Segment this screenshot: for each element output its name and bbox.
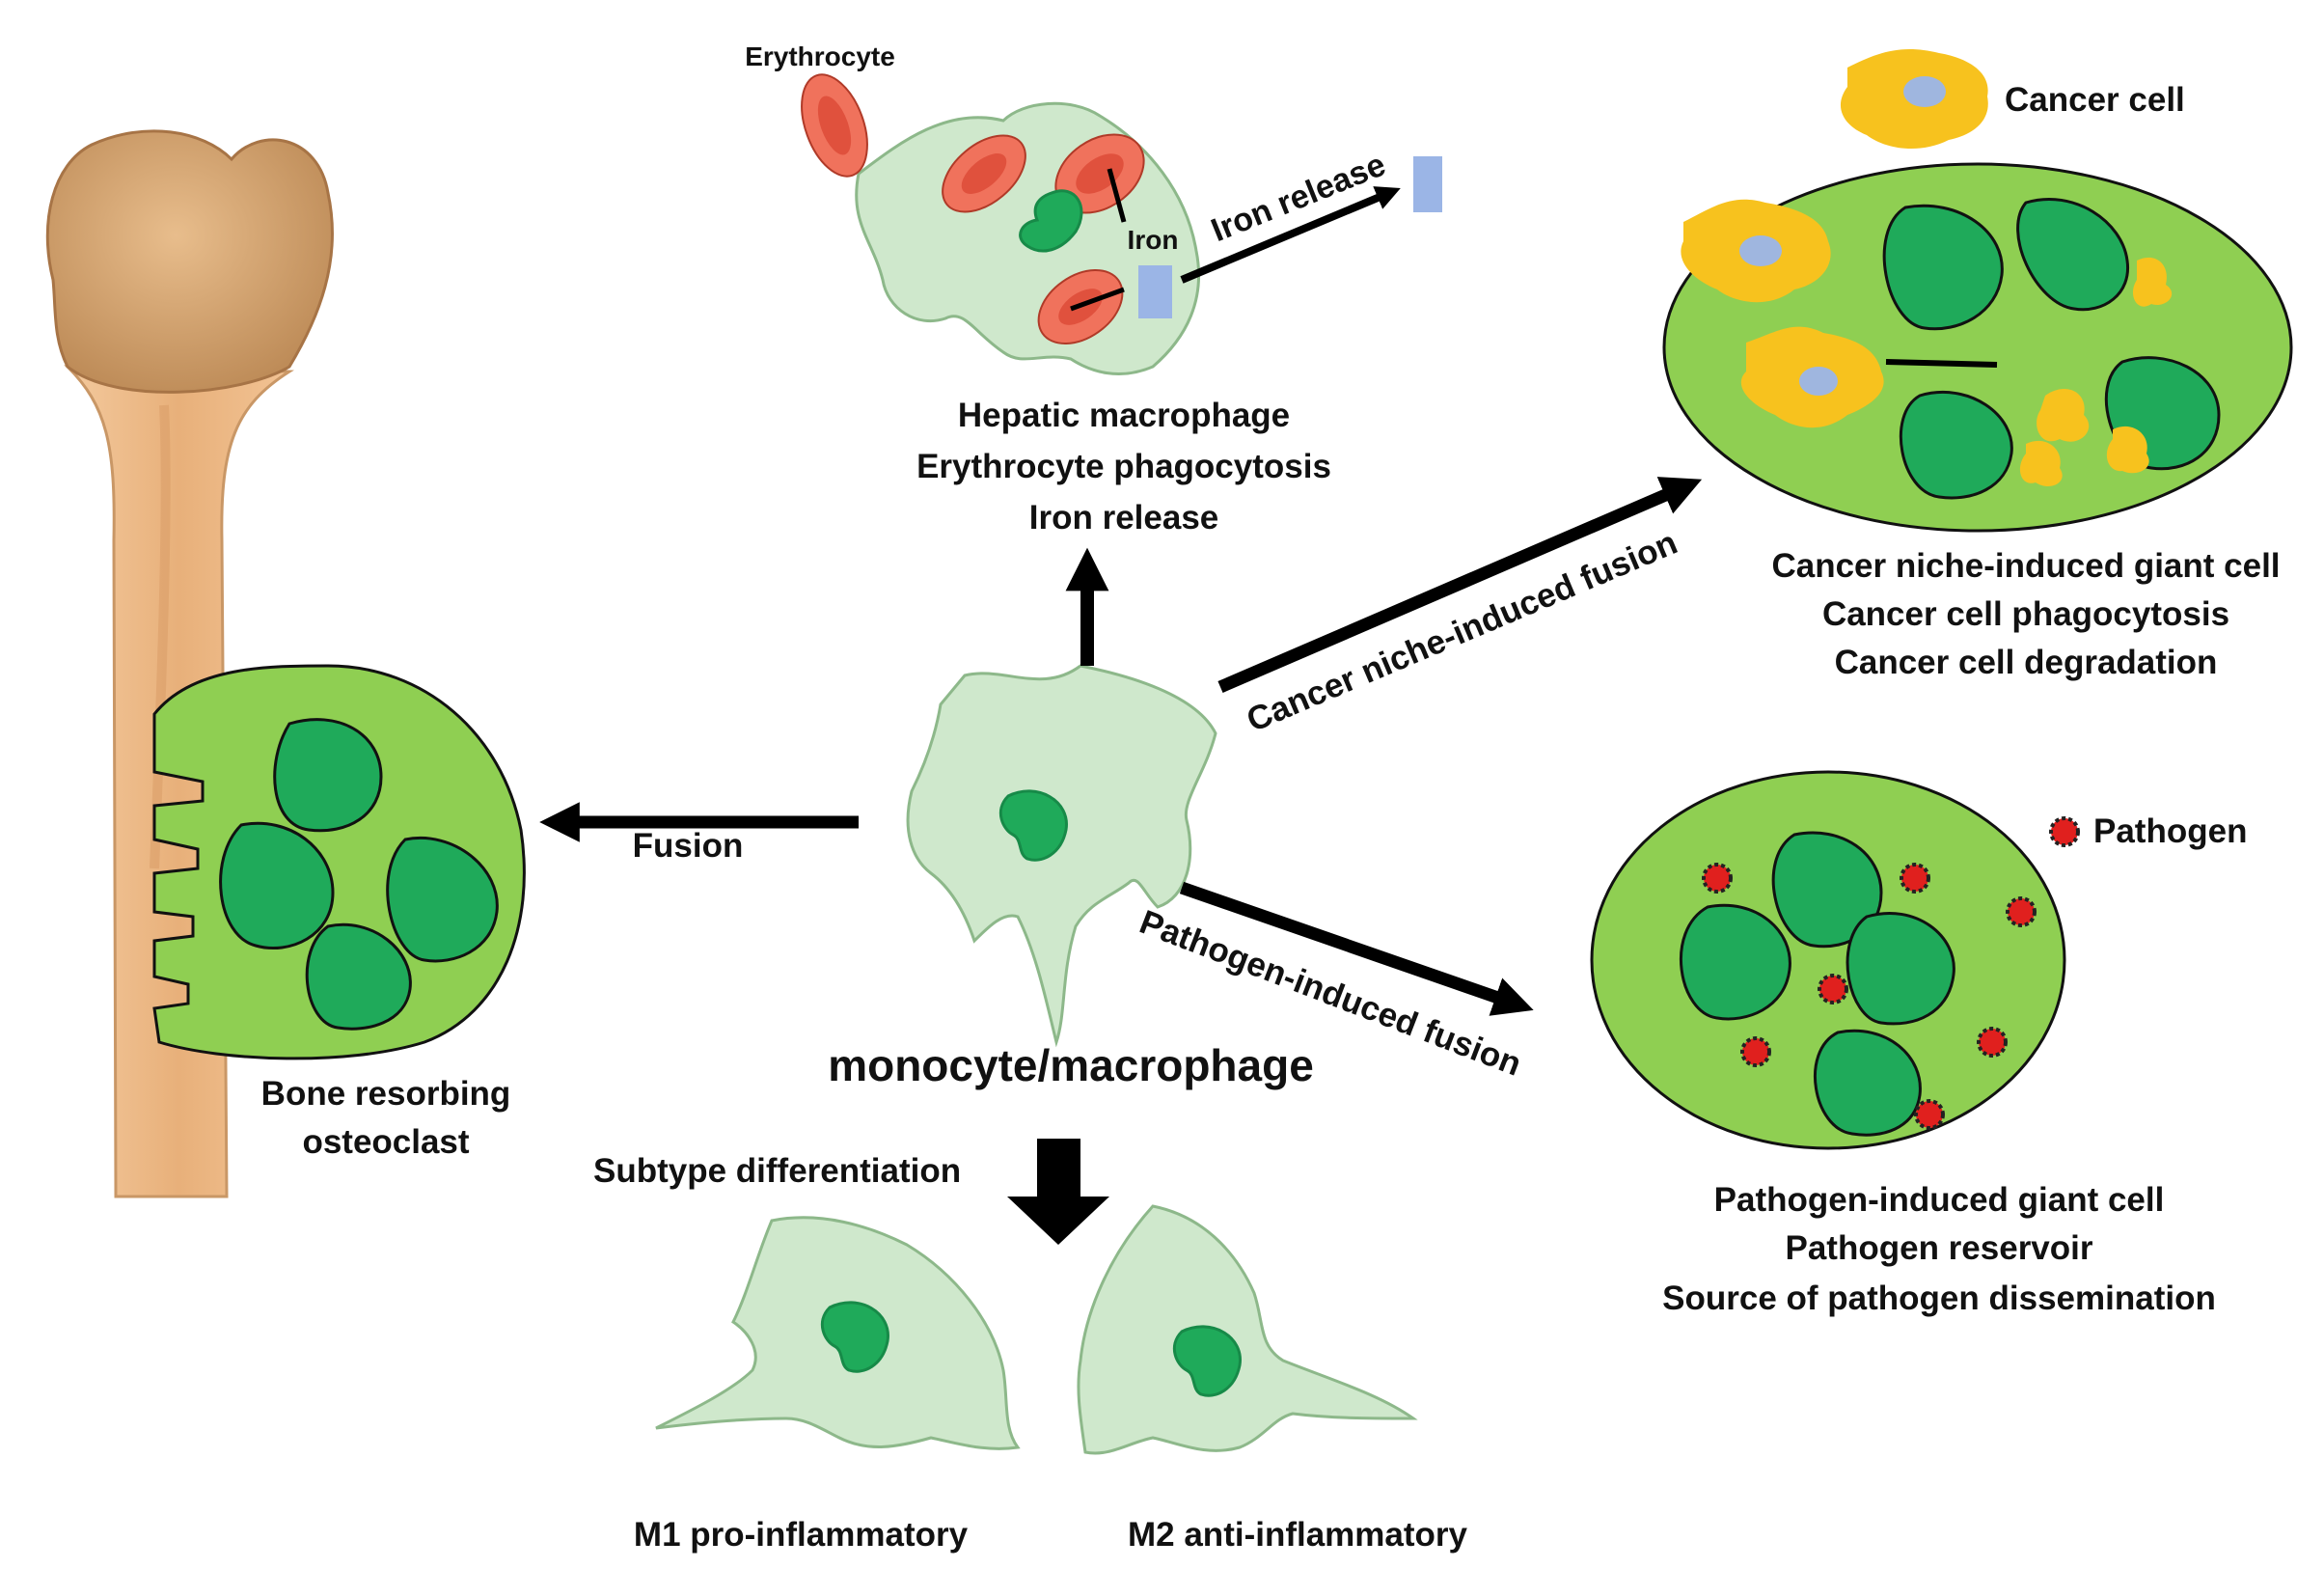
iron-block-released bbox=[1413, 156, 1442, 212]
m1-label: M1 pro-inflammatory bbox=[634, 1516, 969, 1554]
m2-macrophage bbox=[1077, 1204, 1418, 1455]
iron-label: Iron bbox=[1128, 225, 1179, 255]
iron-block bbox=[1138, 265, 1172, 318]
pathogen-particle bbox=[2006, 896, 2037, 927]
cancer-giant-label-line2: Cancer cell phagocytosis bbox=[1822, 595, 2229, 633]
pathogen-particle bbox=[1900, 863, 1930, 894]
osteoclast-label-line2: osteoclast bbox=[302, 1123, 469, 1161]
bone-ridge bbox=[150, 404, 171, 869]
hepatic-label-line3: Iron release bbox=[1029, 499, 1219, 537]
pathogen-giant-label-line3: Source of pathogen dissemination bbox=[1662, 1280, 2216, 1317]
fusion-label: Fusion bbox=[633, 827, 744, 865]
cancer-cell-label: Cancer cell bbox=[2005, 81, 2185, 119]
m1-macrophage bbox=[655, 1216, 1021, 1450]
bone bbox=[45, 129, 334, 1198]
hepatic-label-line1: Hepatic macrophage bbox=[958, 397, 1290, 434]
pathogen-giant-nucleus-2 bbox=[1679, 903, 1791, 1021]
pathogen-giant-label-line2: Pathogen reservoir bbox=[1786, 1229, 2093, 1267]
iron-pointer-2 bbox=[1070, 287, 1125, 312]
center-label: monocyte/macrophage bbox=[828, 1040, 1314, 1090]
pathogen-giant-label-line1: Pathogen-induced giant cell bbox=[1714, 1181, 2165, 1219]
erythrocyte-label: Erythrocyte bbox=[745, 41, 895, 71]
cancer-giant-label-line1: Cancer niche-induced giant cell bbox=[1771, 547, 2280, 585]
pathogen-legend-icon bbox=[2049, 816, 2080, 847]
hepatic-label-line2: Erythrocyte phagocytosis bbox=[916, 448, 1331, 485]
osteoclast-nucleus-2 bbox=[219, 821, 335, 950]
m2-label: M2 anti-inflammatory bbox=[1128, 1516, 1468, 1554]
m2-macrophage-body bbox=[1077, 1204, 1418, 1455]
cancer-giant-nucleus-4 bbox=[1899, 390, 2013, 500]
m2-nucleus bbox=[1172, 1325, 1242, 1397]
bone-shaft bbox=[64, 365, 294, 1198]
pathogen-giant-cell bbox=[1590, 770, 2066, 1150]
hepatic-nucleus bbox=[1019, 189, 1083, 253]
subtype-label: Subtype differentiation bbox=[593, 1152, 961, 1190]
iron-release-arrow bbox=[1180, 186, 1401, 284]
pathogen-giant-nucleus-3 bbox=[1846, 911, 1955, 1026]
osteoclast-nucleus-1 bbox=[273, 718, 383, 833]
cancer-cell-outside-1-nucleus bbox=[1739, 235, 1782, 266]
cancer-fragment-2 bbox=[2037, 388, 2090, 442]
erythrocyte-free-center bbox=[817, 96, 852, 155]
center-macrophage bbox=[906, 664, 1217, 1048]
pathogen-particle bbox=[1818, 974, 1848, 1004]
bone-head bbox=[45, 129, 334, 394]
pathogen-particles bbox=[1702, 863, 2037, 1130]
pathogen-particle bbox=[1740, 1036, 1771, 1067]
center-macrophage-nucleus bbox=[998, 789, 1068, 862]
cancer-giant-nucleus-2 bbox=[2016, 197, 2130, 312]
hepatic-macrophage bbox=[855, 101, 1201, 375]
osteoclast bbox=[152, 664, 526, 1060]
cancer-giant-nucleus-1 bbox=[1882, 204, 2004, 331]
osteoclast-nucleus-4 bbox=[305, 922, 412, 1031]
cancer-cell-legend-nucleus bbox=[1903, 76, 1946, 107]
pathogen-particle bbox=[1914, 1099, 1945, 1130]
pathogen-particle bbox=[1702, 863, 1733, 894]
cancer-fragment-3 bbox=[2019, 440, 2063, 487]
pathogen-label: Pathogen bbox=[2093, 812, 2247, 850]
center-macrophage-body bbox=[906, 664, 1217, 1048]
pathogen-giant-nucleus-4 bbox=[1814, 1029, 1922, 1137]
cancer-fusion-arrow bbox=[1217, 477, 1703, 693]
subtype-arrow bbox=[1007, 1139, 1109, 1245]
cancer-cell-inside-nucleus bbox=[1799, 367, 1838, 396]
osteoclast-nucleus-3 bbox=[386, 837, 499, 963]
cancer-fusion-label: Cancer niche-induced fusion bbox=[1242, 524, 1682, 740]
pathogen-particle bbox=[1977, 1027, 2008, 1058]
cancer-fragment-4 bbox=[2106, 426, 2149, 474]
iron-pointer-1 bbox=[1107, 168, 1127, 223]
m1-nucleus bbox=[820, 1301, 889, 1373]
erythrocyte-inside-1-center bbox=[961, 153, 1007, 194]
cancer-giant-label-line3: Cancer cell degradation bbox=[1835, 644, 2218, 681]
pathogen-fusion-arrow bbox=[1179, 881, 1534, 1016]
osteoclast-label-line1: Bone resorbing bbox=[261, 1075, 511, 1113]
cancer-giant-divider bbox=[1885, 359, 1998, 368]
cancer-fragment-1 bbox=[2132, 257, 2173, 307]
